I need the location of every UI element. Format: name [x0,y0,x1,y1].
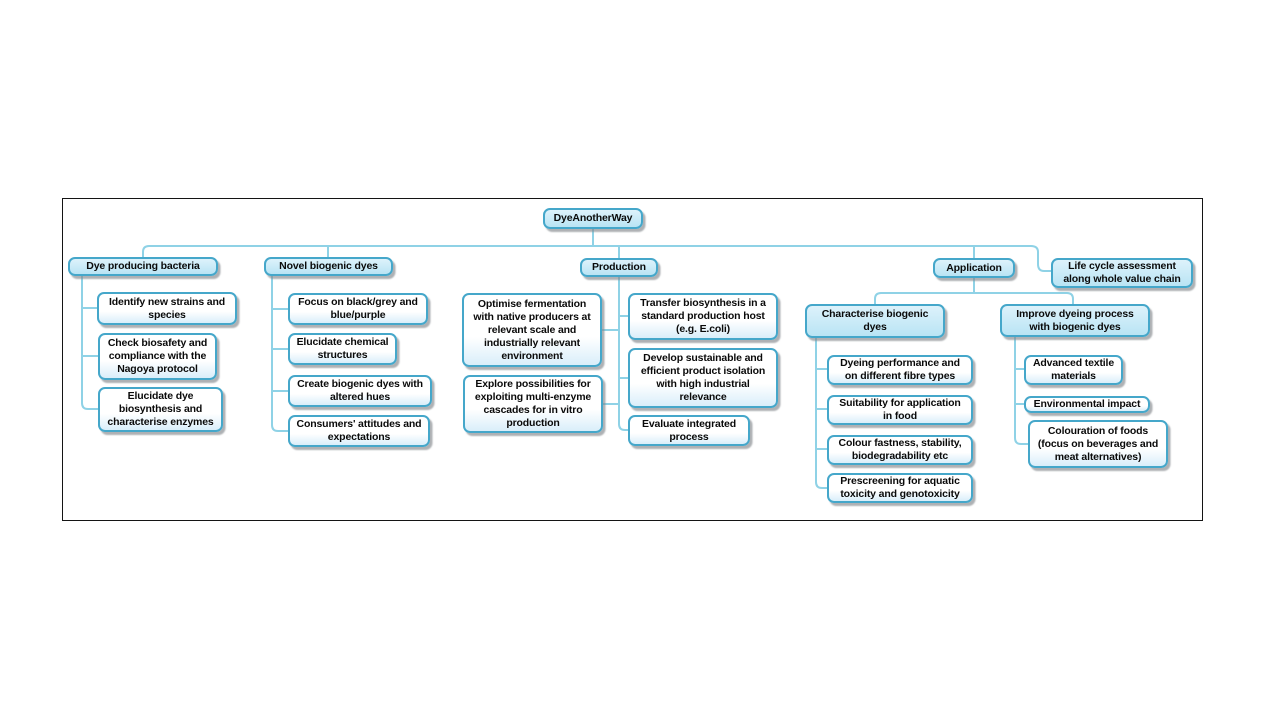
node-novel-biogenic-dyes[interactable]: Novel biogenic dyes [264,257,393,276]
node-develop-sustainable-isolation[interactable]: Develop sustainable and efficient produc… [628,348,778,408]
node-evaluate-integrated-process[interactable]: Evaluate integrated process [628,415,750,446]
node-colour-fastness[interactable]: Colour fastness, stability, biodegradabi… [827,435,973,465]
node-explore-possibilities[interactable]: Explore possibilities for exploiting mul… [463,375,603,433]
node-production[interactable]: Production [580,258,658,277]
node-focus-black-grey[interactable]: Focus on black/grey and blue/purple [288,293,428,325]
node-elucidate-dye-biosynthesis[interactable]: Elucidate dye biosynthesis and character… [98,387,223,432]
node-create-biogenic-dyes[interactable]: Create biogenic dyes with altered hues [288,375,432,407]
node-consumers-attitudes[interactable]: Consumers' attitudes and expectations [288,415,430,447]
node-prescreening-toxicity[interactable]: Prescreening for aquatic toxicity and ge… [827,473,973,503]
node-identify-new-strains[interactable]: Identify new strains and species [97,292,237,325]
node-improve-dyeing-process[interactable]: Improve dyeing process with biogenic dye… [1000,304,1150,337]
node-application[interactable]: Application [933,258,1015,278]
node-optimise-fermentation[interactable]: Optimise fermentation with native produc… [462,293,602,367]
node-environmental-impact[interactable]: Environmental impact [1024,396,1150,413]
node-characterise-biogenic-dyes[interactable]: Characterise biogenic dyes [805,304,945,338]
node-dyeing-performance[interactable]: Dyeing performance and on different fibr… [827,355,973,385]
node-check-biosafety[interactable]: Check biosafety and compliance with the … [98,333,217,380]
node-transfer-biosynthesis[interactable]: Transfer biosynthesis in a standard prod… [628,293,778,340]
node-root[interactable]: DyeAnotherWay [543,208,643,229]
node-elucidate-chemical-structures[interactable]: Elucidate chemical structures [288,333,397,365]
node-dye-producing-bacteria[interactable]: Dye producing bacteria [68,257,218,276]
node-life-cycle-assessment[interactable]: Life cycle assessment along whole value … [1051,258,1193,288]
node-advanced-textile-materials[interactable]: Advanced textile materials [1024,355,1123,385]
node-colouration-of-foods[interactable]: Colouration of foods (focus on beverages… [1028,420,1168,468]
node-suitability-food[interactable]: Suitability for application in food [827,395,973,425]
